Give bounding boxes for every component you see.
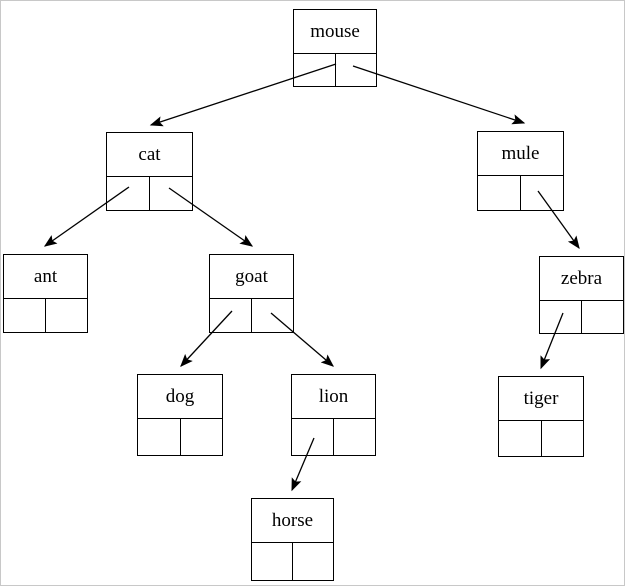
tree-node-right-pointer-dog — [181, 419, 223, 455]
tree-node-label-tiger: tiger — [499, 377, 583, 421]
tree-edge-mouse-right-mule — [352, 65, 526, 125]
tree-node-label-mule: mule — [478, 132, 563, 176]
tree-node-label-lion: lion — [292, 375, 375, 419]
tree-node-right-pointer-ant — [46, 299, 87, 332]
tree-node-left-pointer-tiger — [499, 421, 542, 456]
tree-node-label-horse: horse — [252, 499, 333, 543]
tree-node-right-pointer-horse — [293, 543, 333, 580]
tree-node-zebra[interactable]: zebra — [539, 256, 624, 334]
tree-node-ant[interactable]: ant — [3, 254, 88, 333]
tree-node-right-pointer-mouse — [336, 54, 377, 86]
tree-node-dog[interactable]: dog — [137, 374, 223, 456]
tree-node-pointers-zebra — [540, 301, 623, 333]
tree-node-left-pointer-lion — [292, 419, 334, 455]
tree-node-pointers-tiger — [499, 421, 583, 456]
tree-node-left-pointer-goat — [210, 299, 252, 332]
tree-node-left-pointer-cat — [107, 177, 150, 210]
tree-node-right-pointer-cat — [150, 177, 192, 210]
tree-node-left-pointer-zebra — [540, 301, 582, 333]
tree-node-horse[interactable]: horse — [251, 498, 334, 581]
tree-node-tiger[interactable]: tiger — [498, 376, 584, 457]
tree-node-pointers-mouse — [294, 54, 376, 86]
tree-node-label-goat: goat — [210, 255, 293, 299]
tree-node-label-dog: dog — [138, 375, 222, 419]
tree-node-pointers-cat — [107, 177, 192, 210]
tree-node-pointers-lion — [292, 419, 375, 455]
tree-node-left-pointer-horse — [252, 543, 293, 580]
tree-node-left-pointer-dog — [138, 419, 181, 455]
tree-node-cat[interactable]: cat — [106, 132, 193, 211]
tree-node-lion[interactable]: lion — [291, 374, 376, 456]
tree-node-mule[interactable]: mule — [477, 131, 564, 211]
tree-node-right-pointer-mule — [521, 176, 563, 210]
tree-node-pointers-dog — [138, 419, 222, 455]
tree-node-pointers-horse — [252, 543, 333, 580]
tree-node-label-cat: cat — [107, 133, 192, 177]
tree-node-right-pointer-goat — [252, 299, 293, 332]
tree-node-mouse[interactable]: mouse — [293, 9, 377, 87]
tree-node-pointers-goat — [210, 299, 293, 332]
tree-node-pointers-mule — [478, 176, 563, 210]
tree-node-pointers-ant — [4, 299, 87, 332]
tree-node-right-pointer-lion — [334, 419, 375, 455]
tree-node-left-pointer-mouse — [294, 54, 336, 86]
tree-node-left-pointer-ant — [4, 299, 46, 332]
tree-node-left-pointer-mule — [478, 176, 521, 210]
tree-node-label-zebra: zebra — [540, 257, 623, 301]
tree-node-label-ant: ant — [4, 255, 87, 299]
tree-node-goat[interactable]: goat — [209, 254, 294, 333]
tree-node-right-pointer-zebra — [582, 301, 623, 333]
tree-node-right-pointer-tiger — [542, 421, 584, 456]
tree-node-label-mouse: mouse — [294, 10, 376, 54]
